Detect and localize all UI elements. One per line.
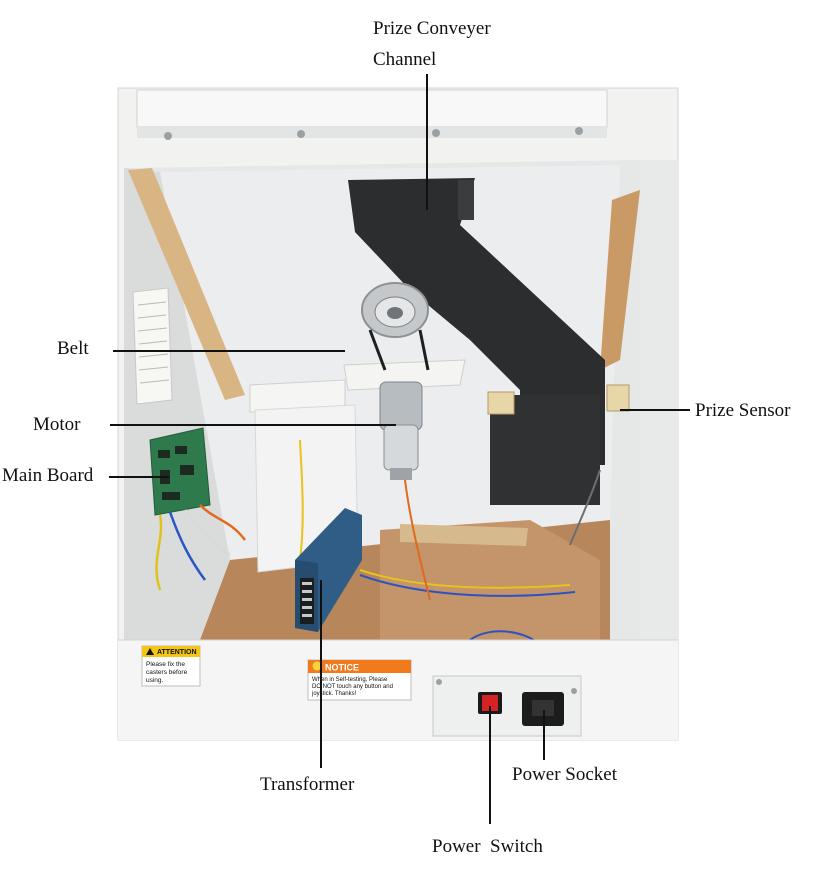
label-prize-conveyer-channel-line1: Prize Conveyer [373,18,491,39]
svg-text:When in Self-testing, Please: When in Self-testing, Please [312,677,388,683]
label-belt: Belt [57,338,89,359]
label-prize-conveyer-channel-line2: Channel [373,49,437,70]
leader-motor [110,424,396,426]
leader-prize-sensor [620,409,690,411]
label-prize-sensor: Prize Sensor [695,400,791,421]
prize-sensor-module [606,384,630,412]
label-motor: Motor [33,414,81,435]
svg-text:joystick. Thanks!: joystick. Thanks! [311,691,357,697]
svg-text:DO NOT touch any button and: DO NOT touch any button and [312,684,393,690]
leader-main-board [109,476,169,478]
motor-body [379,381,423,431]
svg-text:casters before: casters before [146,669,188,676]
label-power-socket: Power Socket [512,764,618,785]
leader-power-socket [543,710,545,760]
leader-prize-conveyer-channel [426,74,428,210]
top-door-panel [136,89,608,129]
leader-power-switch [489,706,491,824]
leader-belt [113,350,345,352]
label-main-board: Main Board [2,465,94,486]
svg-text:ATTENTION: ATTENTION [157,649,197,656]
prize-conveyer-channel [348,178,605,465]
svg-text:using.: using. [146,677,164,684]
wood-beam-left [128,168,245,400]
svg-text:NOTICE: NOTICE [325,663,359,673]
leader-transformer [320,580,322,768]
svg-text:Please fix the: Please fix the [146,661,185,668]
label-transformer: Transformer [260,774,355,795]
label-power-switch: Power Switch [432,836,543,857]
